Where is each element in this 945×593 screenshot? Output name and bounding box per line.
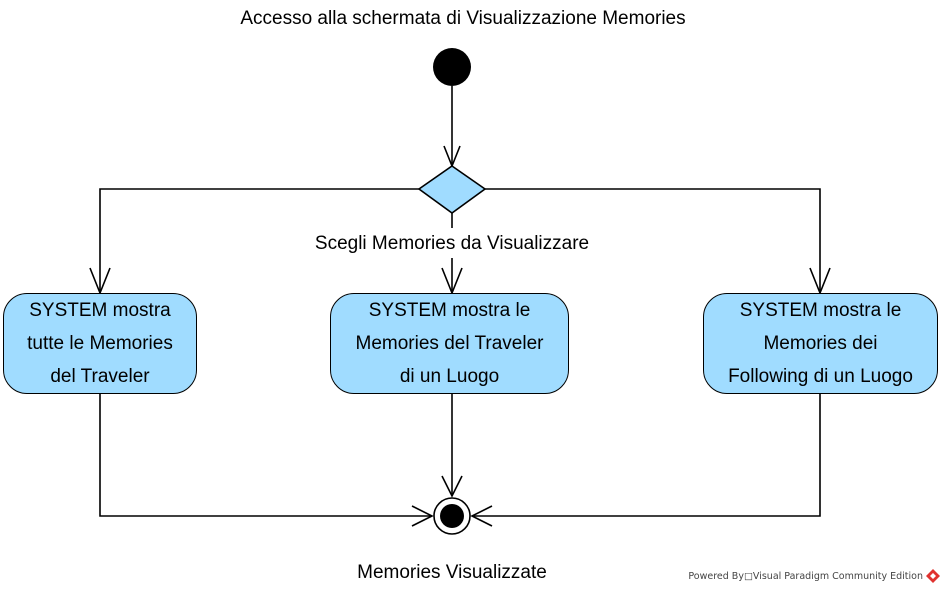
decision-label: Scegli Memories da Visualizzare <box>314 233 590 254</box>
diagram-title: Accesso alla schermata di Visualizzazion… <box>240 8 686 29</box>
action-show-following-memories-of-place: SYSTEM mostra le Memories dei Following … <box>703 293 938 394</box>
flow-action-1-to-final <box>99 393 432 517</box>
action-text-line: SYSTEM mostra <box>29 300 171 321</box>
action-text-line: Memories dei <box>763 333 878 354</box>
visual-paradigm-logo-icon <box>926 569 940 583</box>
action-show-all-traveler-memories: SYSTEM mostra tutte le Memories del Trav… <box>3 293 197 394</box>
watermark-text: Powered By□Visual Paradigm Community Edi… <box>688 571 923 582</box>
final-label: Memories Visualizzate <box>357 562 547 583</box>
action-show-traveler-memories-of-place: SYSTEM mostra le Memories del Traveler d… <box>330 293 569 394</box>
arrowhead <box>470 505 493 527</box>
action-text-line: Following di un Luogo <box>728 366 913 387</box>
flow-decision-to-action-3 <box>485 188 821 293</box>
action-text-line: tutte le Memories <box>27 333 173 354</box>
arrowhead <box>411 505 434 527</box>
final-node-inner <box>440 504 464 528</box>
action-text-line: del Traveler <box>50 366 150 387</box>
flow-action-3-to-final <box>472 393 821 517</box>
action-text-line: di un Luogo <box>399 366 500 387</box>
action-text-line: SYSTEM mostra le <box>739 300 902 321</box>
action-text-line: SYSTEM mostra le <box>368 300 531 321</box>
action-text-line: Memories del Traveler <box>355 333 544 354</box>
decision-node <box>417 165 487 214</box>
arrowhead <box>441 475 463 498</box>
initial-node <box>433 48 471 86</box>
flow-decision-to-action-1 <box>99 188 419 293</box>
